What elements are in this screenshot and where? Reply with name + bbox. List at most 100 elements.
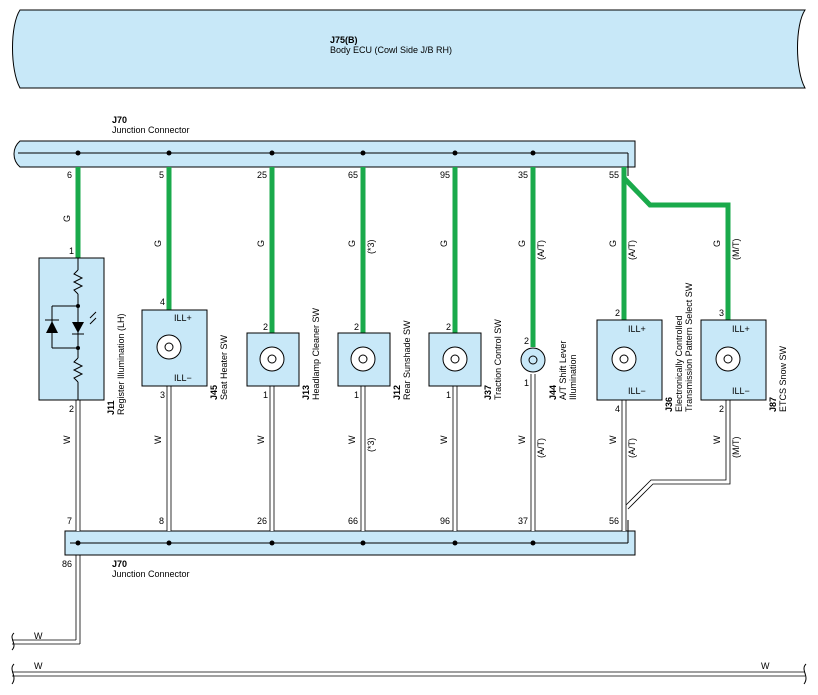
junction-dots bbox=[75, 150, 536, 546]
diagram-label: G bbox=[256, 240, 266, 247]
diagram-label: 2 bbox=[446, 322, 451, 332]
diagram-label: 56 bbox=[609, 516, 619, 526]
diagram-label: ILL+ bbox=[174, 313, 192, 323]
junction-top-code: J70 bbox=[112, 115, 127, 125]
component-j37 bbox=[428, 332, 482, 387]
diagram-label: ILL+ bbox=[732, 324, 750, 334]
diagram-label: Transmission Pattern Select SW bbox=[684, 282, 694, 412]
component-j11 bbox=[38, 257, 105, 401]
diagram-label: 1 bbox=[69, 246, 74, 256]
junction-top-name: Junction Connector bbox=[112, 125, 190, 135]
junction-bottom-name: Junction Connector bbox=[112, 569, 190, 579]
diagram-label: 8 bbox=[159, 516, 164, 526]
ecu-code: J75(B) bbox=[330, 35, 358, 45]
diagram-label: Traction Control SW bbox=[493, 319, 503, 400]
diagram-label: W bbox=[761, 661, 770, 671]
diagram-label: Rear Sunshade SW bbox=[402, 320, 412, 400]
component-j87: ILL+ ILL− bbox=[700, 319, 767, 401]
diagram-label: 65 bbox=[348, 170, 358, 180]
diagram-label: G bbox=[517, 240, 527, 247]
diagram-label: (A/T) bbox=[536, 240, 546, 260]
diagram-label: (M/T) bbox=[731, 437, 741, 459]
diagram-label: W bbox=[439, 435, 449, 444]
diagram-label: W bbox=[608, 435, 618, 444]
diagram-label: 2 bbox=[354, 322, 359, 332]
diagram-label: 3 bbox=[160, 390, 165, 400]
diagram-label: Electronically Controlled bbox=[674, 315, 684, 412]
diagram-label: J87 bbox=[768, 397, 778, 412]
diagram-label: (A/T) bbox=[627, 438, 637, 458]
diagram-label: J13 bbox=[301, 385, 311, 400]
left-bottom-pin: 86 bbox=[62, 559, 72, 569]
diagram-label: 35 bbox=[518, 170, 528, 180]
diagram-label: G bbox=[347, 240, 357, 247]
diagram-label: 4 bbox=[615, 404, 620, 414]
diagram-label: W bbox=[34, 661, 43, 671]
diagram-label: 2 bbox=[615, 308, 620, 318]
diagram-label: J36 bbox=[664, 397, 674, 412]
diagram-label: 1 bbox=[263, 390, 268, 400]
diagram-label: ILL− bbox=[628, 386, 646, 396]
diagram-label: (A/T) bbox=[536, 438, 546, 458]
diagram-label: Illumination bbox=[568, 354, 578, 400]
wire-breaks bbox=[11, 632, 807, 685]
diagram-label: 1 bbox=[354, 390, 359, 400]
diagram-label: J44 bbox=[548, 385, 558, 400]
diagram-label: W bbox=[517, 435, 527, 444]
device-pin-numbers: 1 2 4 3 2 1 2 1 2 1 2 1 2 4 3 2 bbox=[69, 246, 724, 414]
diagram-label: 25 bbox=[257, 170, 267, 180]
white-wires bbox=[12, 374, 805, 677]
diagram-label: G bbox=[62, 215, 72, 222]
junction-connector-bottom: J70 Junction Connector bbox=[64, 520, 636, 579]
junction-connector-top: J70 Junction Connector bbox=[13, 115, 636, 176]
diagram-label: ILL− bbox=[732, 386, 750, 396]
diagram-label: 3 bbox=[719, 308, 724, 318]
diagram-label: 6 bbox=[67, 170, 72, 180]
variant-labels: (*3) (*3) (A/T) (A/T) (A/T) (A/T) (M/T) … bbox=[366, 239, 741, 459]
diagram-label: 2 bbox=[719, 404, 724, 414]
diagram-label: G bbox=[153, 240, 163, 247]
diagram-label: 2 bbox=[524, 336, 529, 346]
top-pin-numbers: 6 5 25 65 95 35 55 bbox=[67, 170, 619, 180]
diagram-label: Seat Heater SW bbox=[219, 334, 229, 400]
diagram-label: (*3) bbox=[366, 437, 376, 452]
diagram-label: 26 bbox=[257, 516, 267, 526]
bottom-pin-numbers: 7 8 26 66 96 37 56 86 bbox=[62, 516, 619, 569]
diagram-label: W bbox=[256, 435, 266, 444]
component-j12 bbox=[337, 332, 391, 387]
diagram-label: W bbox=[34, 631, 43, 641]
junction-bottom-code: J70 bbox=[112, 559, 127, 569]
diagram-label: 37 bbox=[518, 516, 528, 526]
diagram-label: J37 bbox=[483, 385, 493, 400]
component-j13 bbox=[246, 332, 300, 387]
wire-color-labels: G G G G G G G G W W W W W W W W W W W bbox=[34, 215, 770, 671]
diagram-label: W bbox=[347, 435, 357, 444]
white-wire-fill bbox=[76, 375, 626, 531]
diagram-label: Headlamp Cleaner SW bbox=[311, 307, 321, 400]
diagram-label: 66 bbox=[348, 516, 358, 526]
diagram-label: W bbox=[153, 435, 163, 444]
diagram-label: ILL+ bbox=[628, 324, 646, 334]
diagram-label: G bbox=[608, 240, 618, 247]
diagram-label: 2 bbox=[263, 322, 268, 332]
diagram-label: G bbox=[712, 240, 722, 247]
component-names: J11 Register Illumination (LH) J45 Seat … bbox=[106, 282, 788, 415]
diagram-label: 2 bbox=[69, 404, 74, 414]
diagram-label: 5 bbox=[159, 170, 164, 180]
diagram-label: 1 bbox=[524, 378, 529, 388]
green-wires bbox=[75, 167, 731, 347]
diagram-label: ILL− bbox=[174, 373, 192, 383]
diagram-label: 96 bbox=[440, 516, 450, 526]
component-j36: ILL+ ILL− bbox=[596, 319, 663, 401]
diagram-label: 95 bbox=[440, 170, 450, 180]
diagram-label: (M/T) bbox=[731, 239, 741, 261]
diagram-label: G bbox=[439, 240, 449, 247]
diagram-label: J12 bbox=[392, 385, 402, 400]
diagram-label: (*3) bbox=[366, 239, 376, 254]
diagram-label: W bbox=[712, 435, 722, 444]
diagram-label: W bbox=[62, 435, 72, 444]
diagram-label: (A/T) bbox=[627, 240, 637, 260]
diagram-label: ETCS Snow SW bbox=[778, 345, 788, 412]
diagram-label: Register Illumination (LH) bbox=[116, 313, 126, 415]
